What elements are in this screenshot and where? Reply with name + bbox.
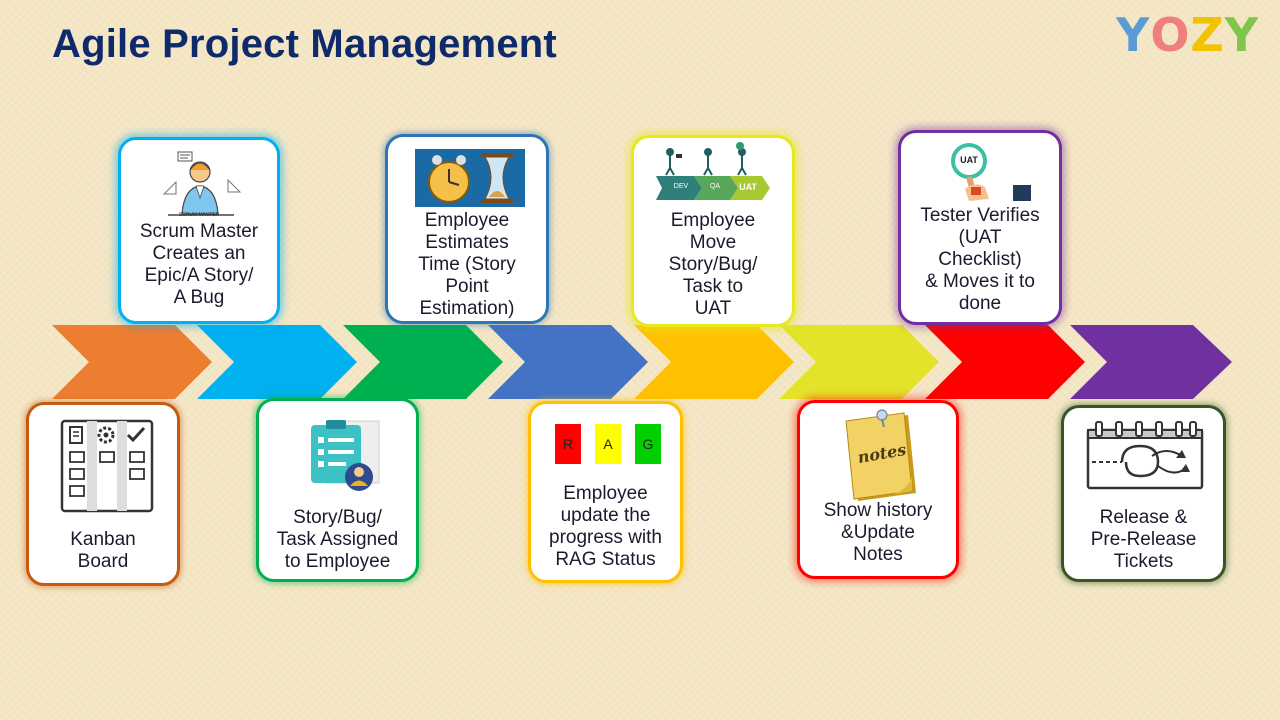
step-card-tester-verifies: UAT Tester Verifies (UAT Checklist) & Mo…: [898, 130, 1062, 325]
step-label-line: UAT: [694, 298, 732, 319]
rag-status-icon: R A G: [555, 424, 665, 466]
step-label-line: Task Assigned: [276, 529, 399, 550]
step-label-line: A Bug: [173, 287, 225, 308]
step-label-line: Tickets: [1113, 551, 1174, 572]
step-card-task-assigned: Story/Bug/ Task Assigned to Employee: [256, 398, 419, 582]
step-label-line: Pre-Release: [1090, 529, 1197, 550]
yozy-logo: YOZY: [1116, 8, 1259, 62]
chevron-4: [488, 325, 648, 399]
clock-hourglass-icon: [415, 149, 525, 207]
step-label-line: Notes: [853, 544, 903, 565]
step-card-kanban-board: Kanban Board: [26, 402, 180, 586]
step-label-line: done: [958, 293, 1002, 314]
task-assigned-clipboard-icon: [311, 420, 380, 491]
step-card-show-history: notes Show history &Update Notes: [797, 400, 959, 579]
step-label-line: Estimates: [425, 232, 509, 253]
chevron-3: [343, 325, 503, 399]
notes-icon: [845, 409, 916, 501]
step-label-line: & Moves it to: [925, 271, 1035, 292]
kanban-board-icon: [60, 419, 154, 513]
step-label-line: Story/Bug/: [668, 254, 758, 275]
step-label-line: update the: [560, 505, 651, 526]
step-label-line: Employee: [424, 210, 510, 231]
chevron-5: [634, 325, 794, 399]
uat-badge: UAT: [960, 155, 978, 165]
chevron-7: [925, 325, 1085, 399]
pipeline-stage-dev: DEV: [673, 183, 689, 190]
step-label-line: Board: [77, 551, 129, 572]
step-label-line: Show history: [823, 500, 933, 521]
step-label-line: &Update: [841, 522, 915, 543]
logo-letter-2: O: [1150, 8, 1191, 62]
step-label-line: RAG Status: [555, 549, 656, 570]
uat-checklist-icon: [951, 143, 1031, 201]
logo-letter-4: Y: [1224, 8, 1260, 62]
step-label-line: Story/Bug/: [293, 507, 382, 528]
page-title: Agile Project Management: [52, 22, 557, 66]
chevron-6: [779, 325, 939, 399]
step-card-move-to-uat: DEV QA UAT Employee Move Story/Bug/ Task…: [631, 135, 795, 327]
step-label-line: Time (Story: [418, 254, 516, 275]
pipeline-stage-uat: UAT: [739, 182, 757, 192]
rag-green-box: G: [635, 424, 661, 464]
pipeline-stage-qa: QA: [709, 183, 721, 190]
step-label-line: Creates an: [152, 243, 246, 264]
chevron-1: [52, 325, 212, 399]
chevron-8: [1070, 325, 1232, 399]
dev-qa-uat-pipeline-icon: [656, 142, 770, 200]
step-label-line: Employee: [670, 210, 756, 231]
step-label-line: Scrum Master: [139, 221, 259, 242]
release-calendar-icon: [1086, 421, 1204, 490]
step-label-line: to Employee: [284, 551, 391, 572]
logo-letter-1: Y: [1116, 8, 1151, 62]
step-card-estimates-time: Employee Estimates Time (Story Point Est…: [385, 134, 549, 324]
step-label-line: Point: [445, 276, 489, 297]
step-label-line: Move: [689, 232, 737, 253]
step-label-line: Kanban: [70, 529, 136, 550]
step-label-line: progress with: [549, 527, 662, 548]
step-label-line: Release &: [1099, 507, 1188, 528]
logo-letter-3: Z: [1190, 8, 1225, 62]
step-label-line: Estimation): [419, 298, 515, 319]
step-label-line: Checklist): [938, 249, 1022, 270]
scrum-master-icon: [162, 151, 242, 216]
step-label-line: Task to: [682, 276, 744, 297]
step-label-line: Epic/A Story/: [144, 265, 254, 286]
step-card-scrum-master: SCRUM MASTER Scrum Master Creates an Epi…: [118, 137, 280, 324]
rag-red-box: R: [555, 424, 581, 464]
step-card-release-tickets: Release & Pre-Release Tickets: [1061, 405, 1226, 582]
step-card-rag-status: R A G Employee update the progress with …: [528, 401, 683, 583]
step-label-line: Employee: [563, 483, 648, 504]
step-label-line: (UAT: [958, 227, 1002, 248]
rag-amber-box: A: [595, 424, 621, 464]
step-label-line: Tester Verifies: [920, 205, 1040, 226]
chevron-2: [197, 325, 357, 399]
scrum-master-icon-caption: SCRUM MASTER: [178, 212, 220, 218]
